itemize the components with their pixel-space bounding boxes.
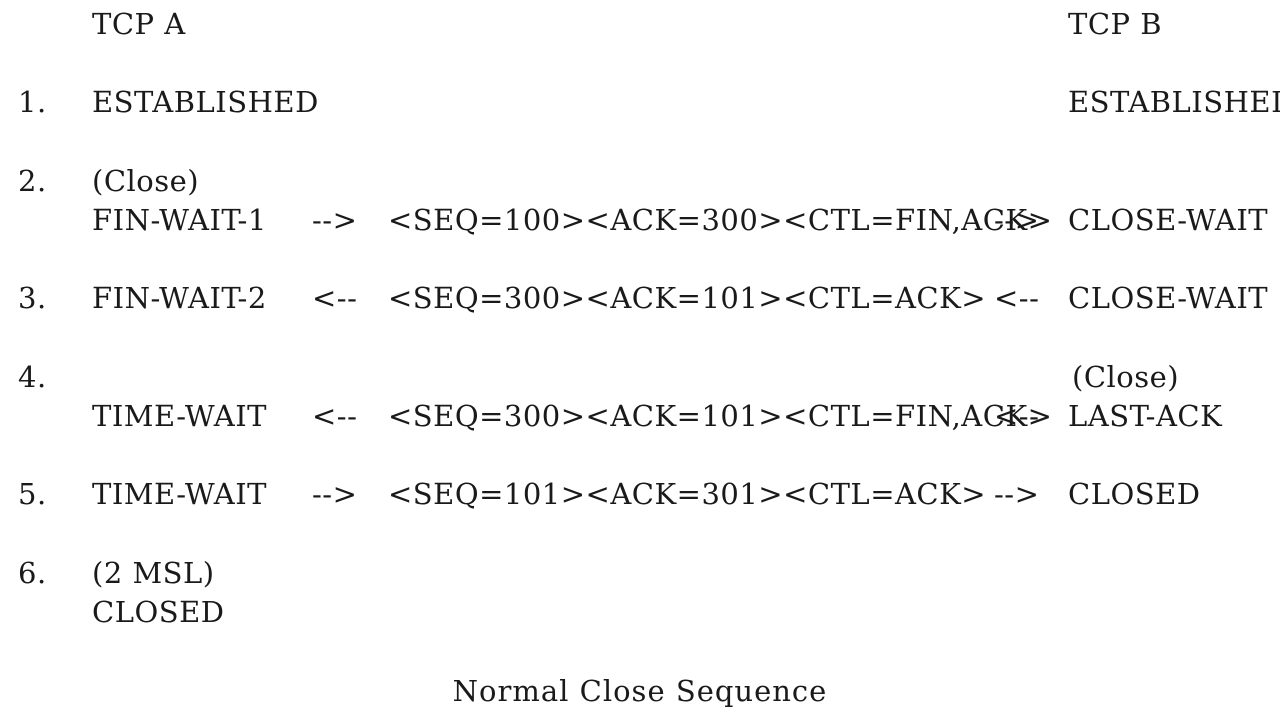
step-2-event-row: 2. (Close) [0, 167, 1280, 207]
segment-text: <SEQ=300><ACK=101><CTL=FIN,ACK> [388, 399, 1053, 433]
tcp-a-state: FIN-WAIT-1 [92, 203, 267, 237]
step-6-row: CLOSED [0, 598, 1280, 638]
tcp-a-state: CLOSED [92, 595, 225, 629]
arrow-left-icon: <-- [312, 281, 358, 315]
tcp-b-state: CLOSE-WAIT [1068, 203, 1269, 237]
tcp-b-state: LAST-ACK [1068, 399, 1223, 433]
step-3-row: 3. FIN-WAIT-2 <-- <SEQ=300><ACK=101><CTL… [0, 284, 1280, 324]
step-6-event-row: 6. (2 MSL) [0, 559, 1280, 599]
step-number: 5. [18, 477, 47, 511]
tcp-a-state: ESTABLISHED [92, 85, 319, 119]
header-row: TCP A TCP B [0, 10, 1280, 50]
diagram-caption: Normal Close Sequence [452, 674, 828, 708]
step-4-event-row: 4. (Close) [0, 363, 1280, 403]
step-2-row: FIN-WAIT-1 --> <SEQ=100><ACK=300><CTL=FI… [0, 206, 1280, 246]
tcp-a-event: (Close) [92, 164, 200, 198]
tcp-a-state: FIN-WAIT-2 [92, 281, 267, 315]
arrow-right-icon: --> [312, 477, 358, 511]
step-1-row: 1. ESTABLISHED ESTABLISHED [0, 88, 1280, 128]
tcp-a-event: (2 MSL) [92, 556, 215, 590]
segment-text: <SEQ=100><ACK=300><CTL=FIN,ACK> [388, 203, 1053, 237]
arrow-right-icon: --> [994, 203, 1040, 237]
arrow-left-icon: <-- [312, 399, 358, 433]
arrow-left-icon: <-- [994, 281, 1040, 315]
arrow-right-icon: --> [994, 477, 1040, 511]
step-number: 2. [18, 164, 47, 198]
arrow-right-icon: --> [312, 203, 358, 237]
tcp-a-state: TIME-WAIT [92, 399, 268, 433]
step-number: 3. [18, 281, 47, 315]
step-4-row: TIME-WAIT <-- <SEQ=300><ACK=101><CTL=FIN… [0, 402, 1280, 442]
tcp-b-state: ESTABLISHED [1068, 85, 1280, 119]
tcp-b-event: (Close) [1072, 360, 1180, 394]
step-number: 4. [18, 360, 47, 394]
step-5-row: 5. TIME-WAIT --> <SEQ=101><ACK=301><CTL=… [0, 480, 1280, 520]
tcp-b-state: CLOSE-WAIT [1068, 281, 1269, 315]
step-number: 1. [18, 85, 47, 119]
tcp-b-label: TCP B [1068, 7, 1163, 41]
tcp-b-state: CLOSED [1068, 477, 1201, 511]
segment-text: <SEQ=101><ACK=301><CTL=ACK> [388, 477, 987, 511]
step-number: 6. [18, 556, 47, 590]
tcp-a-label: TCP A [92, 7, 186, 41]
segment-text: <SEQ=300><ACK=101><CTL=ACK> [388, 281, 987, 315]
tcp-a-state: TIME-WAIT [92, 477, 268, 511]
arrow-left-icon: <-- [994, 399, 1040, 433]
